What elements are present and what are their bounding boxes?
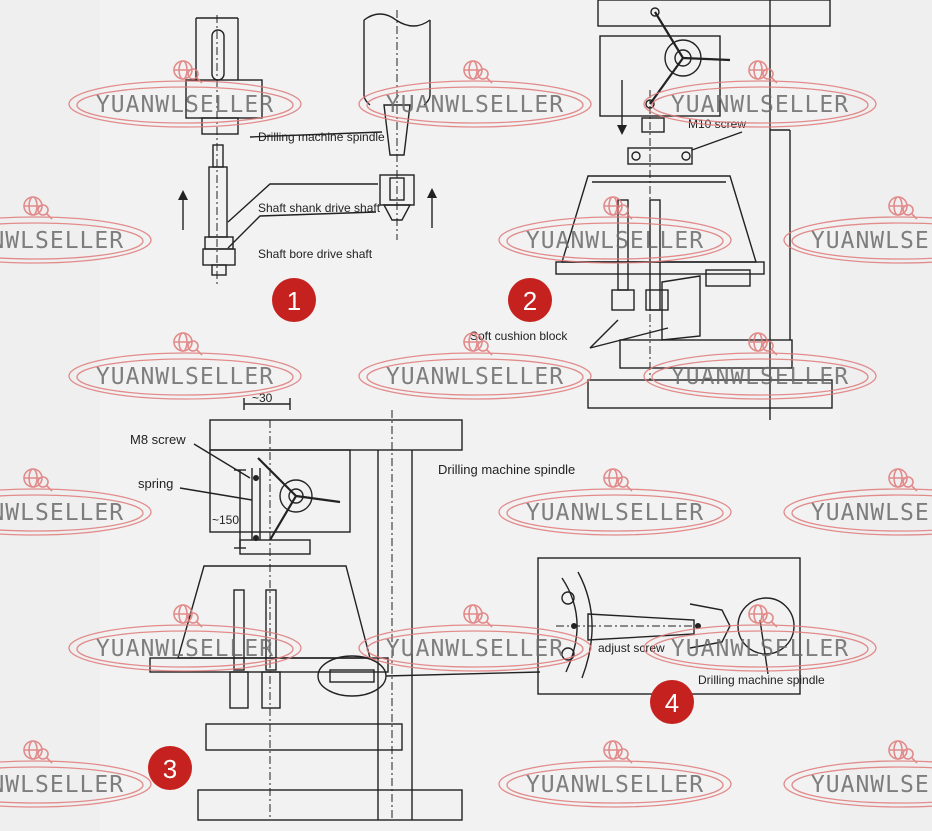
globe-search-icon xyxy=(748,60,778,84)
watermark-text: YUANWLSELLER xyxy=(526,500,704,526)
watermark-stamp: YUANWLSELLER xyxy=(498,468,732,536)
globe-search-icon xyxy=(23,740,53,764)
watermark-stamp: YUANWLSELLER xyxy=(358,332,592,400)
watermark-text: YUANWLSELLER xyxy=(0,500,124,526)
adjust-screw-label: adjust screw xyxy=(598,641,665,655)
m8-screw-label: M8 screw xyxy=(130,432,186,447)
watermark-text: YUANWLSELLER xyxy=(671,636,849,662)
step-number-3: 3 xyxy=(163,754,177,784)
soft-cushion-label: Soft cushion block xyxy=(470,329,568,343)
watermark-stamp: YUANWLSELLER xyxy=(783,740,932,808)
step-number-4: 4 xyxy=(665,688,679,718)
watermark-text: YUANWLSELLER xyxy=(671,364,849,390)
globe-search-icon xyxy=(748,604,778,628)
globe-search-icon xyxy=(888,196,918,220)
watermark-stamp: YUANWLSELLER xyxy=(358,604,592,672)
globe-search-icon xyxy=(23,196,53,220)
watermark-stamp: YUANWLSELLER xyxy=(68,332,302,400)
globe-search-icon xyxy=(748,332,778,356)
watermark-stamp: YUANWLSELLER xyxy=(358,60,592,128)
globe-search-icon xyxy=(603,196,633,220)
watermark-text: YUANWLSELLER xyxy=(526,772,704,798)
watermark-stamp: YUANWLSELLER xyxy=(0,468,152,536)
step-number-2: 2 xyxy=(523,286,537,316)
globe-search-icon xyxy=(463,60,493,84)
shank-shaft-label: Shaft shank drive shaft xyxy=(258,201,381,215)
watermark-text: YUANWLSELLER xyxy=(386,364,564,390)
globe-search-icon xyxy=(173,604,203,628)
watermark-layer: YUANWLSELLER YUANWLSELLER YUANWLSELLER YUAN… xyxy=(0,60,932,808)
step-number-1: 1 xyxy=(287,286,301,316)
watermark-stamp: YUANWLSELLER xyxy=(643,60,877,128)
step-badge-3: 3 xyxy=(148,746,192,790)
globe-search-icon xyxy=(463,604,493,628)
spindle-label-3: Drilling machine spindle xyxy=(438,462,575,477)
watermark-stamp: YUANWLSELLER xyxy=(0,740,152,808)
watermark-text: YUANWLSELLER xyxy=(811,772,932,798)
watermark-text: YUANWLSELLER xyxy=(96,364,274,390)
globe-search-icon xyxy=(173,60,203,84)
dim-side-label: ~150 xyxy=(212,513,239,527)
watermark-text: YUANWLSELLER xyxy=(96,92,274,118)
watermark-text: YUANWLSELLER xyxy=(526,228,704,254)
step-badge-4: 4 xyxy=(650,680,694,724)
watermark-stamp: YUANWLSELLER xyxy=(0,196,152,264)
globe-search-icon xyxy=(603,468,633,492)
watermark-text: YUANWLSELLER xyxy=(0,228,124,254)
watermark-text: YUANWLSELLER xyxy=(386,92,564,118)
watermark-text: YUANWLSELLER xyxy=(0,772,124,798)
watermark-stamp: YUANWLSELLER xyxy=(643,604,877,672)
watermark-stamp: YUANWLSELLER xyxy=(498,196,732,264)
watermark-text: YUANWLSELLER xyxy=(811,500,932,526)
spring-label: spring xyxy=(138,476,173,491)
globe-search-icon xyxy=(888,468,918,492)
watermark-text: YUANWLSELLER xyxy=(811,228,932,254)
watermark-text: YUANWLSELLER xyxy=(96,636,274,662)
bore-shaft-label: Shaft bore drive shaft xyxy=(258,247,373,261)
background-panel xyxy=(100,0,840,831)
step-badge-2: 2 xyxy=(508,278,552,322)
watermark-stamp: YUANWLSELLER xyxy=(68,604,302,672)
watermark-text: YUANWLSELLER xyxy=(386,636,564,662)
watermark-stamp: YUANWLSELLER xyxy=(68,60,302,128)
globe-search-icon xyxy=(463,332,493,356)
watermark-stamp: YUANWLSELLER xyxy=(643,332,877,400)
watermark-stamp: YUANWLSELLER xyxy=(783,468,932,536)
globe-search-icon xyxy=(888,740,918,764)
globe-search-icon xyxy=(23,468,53,492)
watermark-stamp: YUANWLSELLER xyxy=(498,740,732,808)
globe-search-icon xyxy=(173,332,203,356)
panel-1-spindle-shafts: Drilling machine spindle Shaft shank dri… xyxy=(178,10,437,285)
step-badge-1: 1 xyxy=(272,278,316,322)
spindle-label: Drilling machine spindle xyxy=(258,130,385,144)
globe-search-icon xyxy=(603,740,633,764)
watermark-text: YUANWLSELLER xyxy=(671,92,849,118)
watermark-stamp: YUANWLSELLER xyxy=(783,196,932,264)
spindle-label-4: Drilling machine spindle xyxy=(698,673,825,687)
